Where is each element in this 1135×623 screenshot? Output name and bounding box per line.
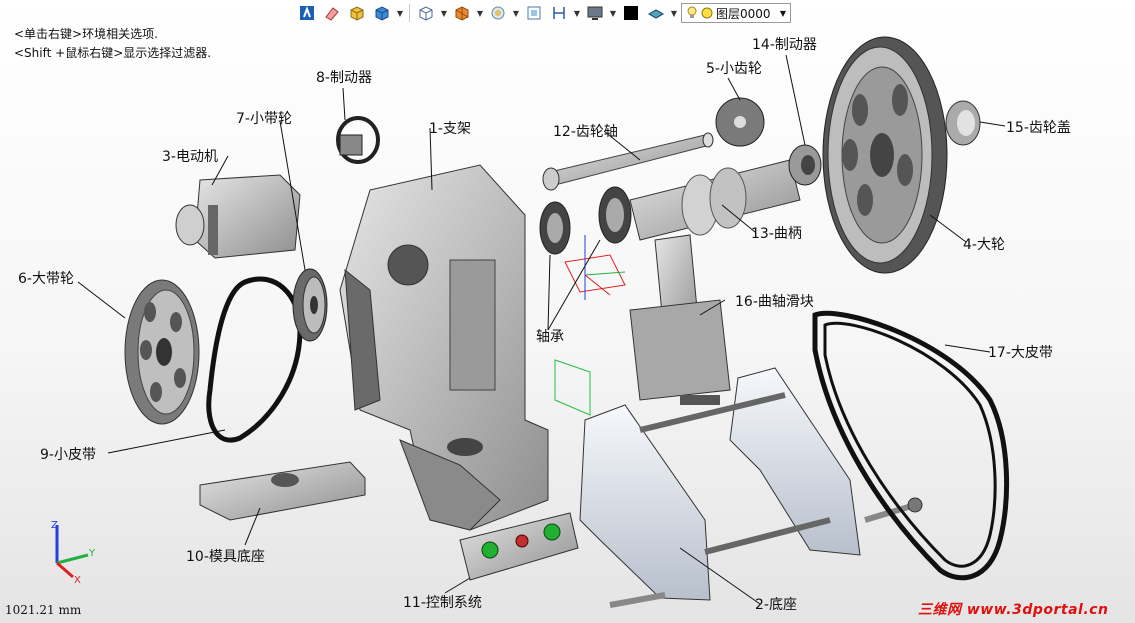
- axis-triad: Z Y X: [51, 520, 96, 586]
- chevron-down-icon[interactable]: ▼: [573, 8, 581, 18]
- layer-value: 图层0000: [716, 6, 771, 21]
- part-motor[interactable]: [175, 174, 301, 259]
- eraser-icon[interactable]: [321, 2, 343, 24]
- hint-panel: <单击右键>环境相关选项. <Shift +鼠标右键>显示选择过滤器.: [14, 25, 211, 63]
- part-control-system[interactable]: [459, 512, 579, 581]
- chevron-down-icon[interactable]: ▼: [670, 8, 678, 18]
- part-large-belt[interactable]: [812, 310, 1010, 581]
- chevron-down-icon[interactable]: ▼: [396, 8, 404, 18]
- chevron-down-icon[interactable]: ▼: [609, 8, 617, 18]
- part-labels: 1-支架 2-底座 3-电动机 4-大轮 5-小齿轮 6-大带轮 7-小带轮 8…: [18, 37, 1071, 613]
- label-control-system: 11-控制系统: [403, 595, 482, 611]
- color-icon[interactable]: [620, 2, 642, 24]
- chevron-down-icon[interactable]: ▼: [512, 8, 520, 18]
- part-die-base[interactable]: [199, 461, 366, 521]
- wireframe-cube-icon[interactable]: [415, 2, 437, 24]
- texture-icon[interactable]: [645, 2, 667, 24]
- label-die-base: 10-模具底座: [186, 549, 265, 565]
- render-style-icon[interactable]: [451, 2, 473, 24]
- smart-assembly-icon[interactable]: [296, 2, 318, 24]
- datum-triad: [554, 235, 626, 416]
- label-brake-14: 14-制动器: [752, 37, 817, 53]
- part-crank[interactable]: [629, 159, 801, 241]
- watermark: 三维网 www.3dportal.cn: [918, 602, 1109, 618]
- part-bearings[interactable]: [539, 186, 632, 255]
- label-base: 2-底座: [755, 597, 797, 613]
- hint-right-click: <单击右键>环境相关选项.: [14, 27, 158, 41]
- label-large-pulley: 6-大带轮: [18, 271, 74, 287]
- layer-color-icon: [701, 7, 713, 19]
- label-large-belt: 17-大皮带: [988, 345, 1053, 361]
- hint-shift-right-click: <Shift +鼠标右键>显示选择过滤器.: [14, 46, 212, 60]
- label-pinion: 5-小齿轮: [706, 61, 762, 77]
- label-gear-shaft: 12-齿轮轴: [553, 124, 618, 140]
- sphere-icon[interactable]: [487, 2, 509, 24]
- axis-x-label: X: [74, 575, 81, 586]
- part-gear-shaft[interactable]: [542, 132, 714, 191]
- view-fit-icon[interactable]: [523, 2, 545, 24]
- axis-z-label: Z: [51, 520, 58, 531]
- part-brake-14[interactable]: [788, 144, 822, 186]
- part-large-pulley[interactable]: [124, 279, 200, 425]
- part-large-belt-inner: [823, 321, 997, 568]
- toolbar-divider: [409, 4, 410, 22]
- label-motor: 3-电动机: [162, 149, 218, 165]
- screen-icon[interactable]: [584, 2, 606, 24]
- label-crank-slider: 16-曲轴滑块: [735, 293, 814, 310]
- label-gear-cover: 15-齿轮盖: [1006, 120, 1071, 136]
- chevron-down-icon[interactable]: ▼: [476, 8, 484, 18]
- part-pinion[interactable]: [715, 97, 765, 147]
- part-frame[interactable]: [339, 164, 549, 531]
- chevron-down-icon[interactable]: ▼: [440, 8, 448, 18]
- label-bearing: 轴承: [536, 329, 564, 345]
- label-large-wheel: 4-大轮: [963, 237, 1005, 253]
- label-brake-8: 8-制动器: [316, 70, 372, 86]
- part-large-wheel[interactable]: [822, 36, 948, 274]
- axis-y-label: Y: [88, 548, 96, 559]
- chevron-down-icon: ▼: [779, 8, 786, 18]
- measure-icon[interactable]: [548, 2, 570, 24]
- view-toolbar: ▼ ▼ ▼ ▼ ▼ ▼ ▼ 图层0000 ▼: [296, 1, 791, 25]
- part-small-belt[interactable]: [206, 276, 303, 443]
- solid-cube-icon[interactable]: [371, 2, 393, 24]
- label-small-pulley: 7-小带轮: [236, 111, 292, 127]
- layer-select[interactable]: 图层0000 ▼: [681, 3, 791, 23]
- scale-readout: 1021.21 mm: [5, 603, 82, 617]
- part-brake-8[interactable]: [336, 116, 380, 164]
- label-frame: 1-支架: [429, 121, 471, 137]
- part-base[interactable]: [579, 367, 923, 608]
- part-small-pulley[interactable]: [292, 268, 328, 342]
- part-gear-cover[interactable]: [945, 100, 981, 146]
- part-crank-slider[interactable]: [629, 234, 731, 405]
- bulb-icon: [687, 6, 697, 18]
- shaded-cube-icon[interactable]: [346, 2, 368, 24]
- label-small-belt: 9-小皮带: [40, 447, 96, 463]
- label-crank: 13-曲柄: [751, 226, 802, 242]
- leader-lines: [77, 54, 1006, 605]
